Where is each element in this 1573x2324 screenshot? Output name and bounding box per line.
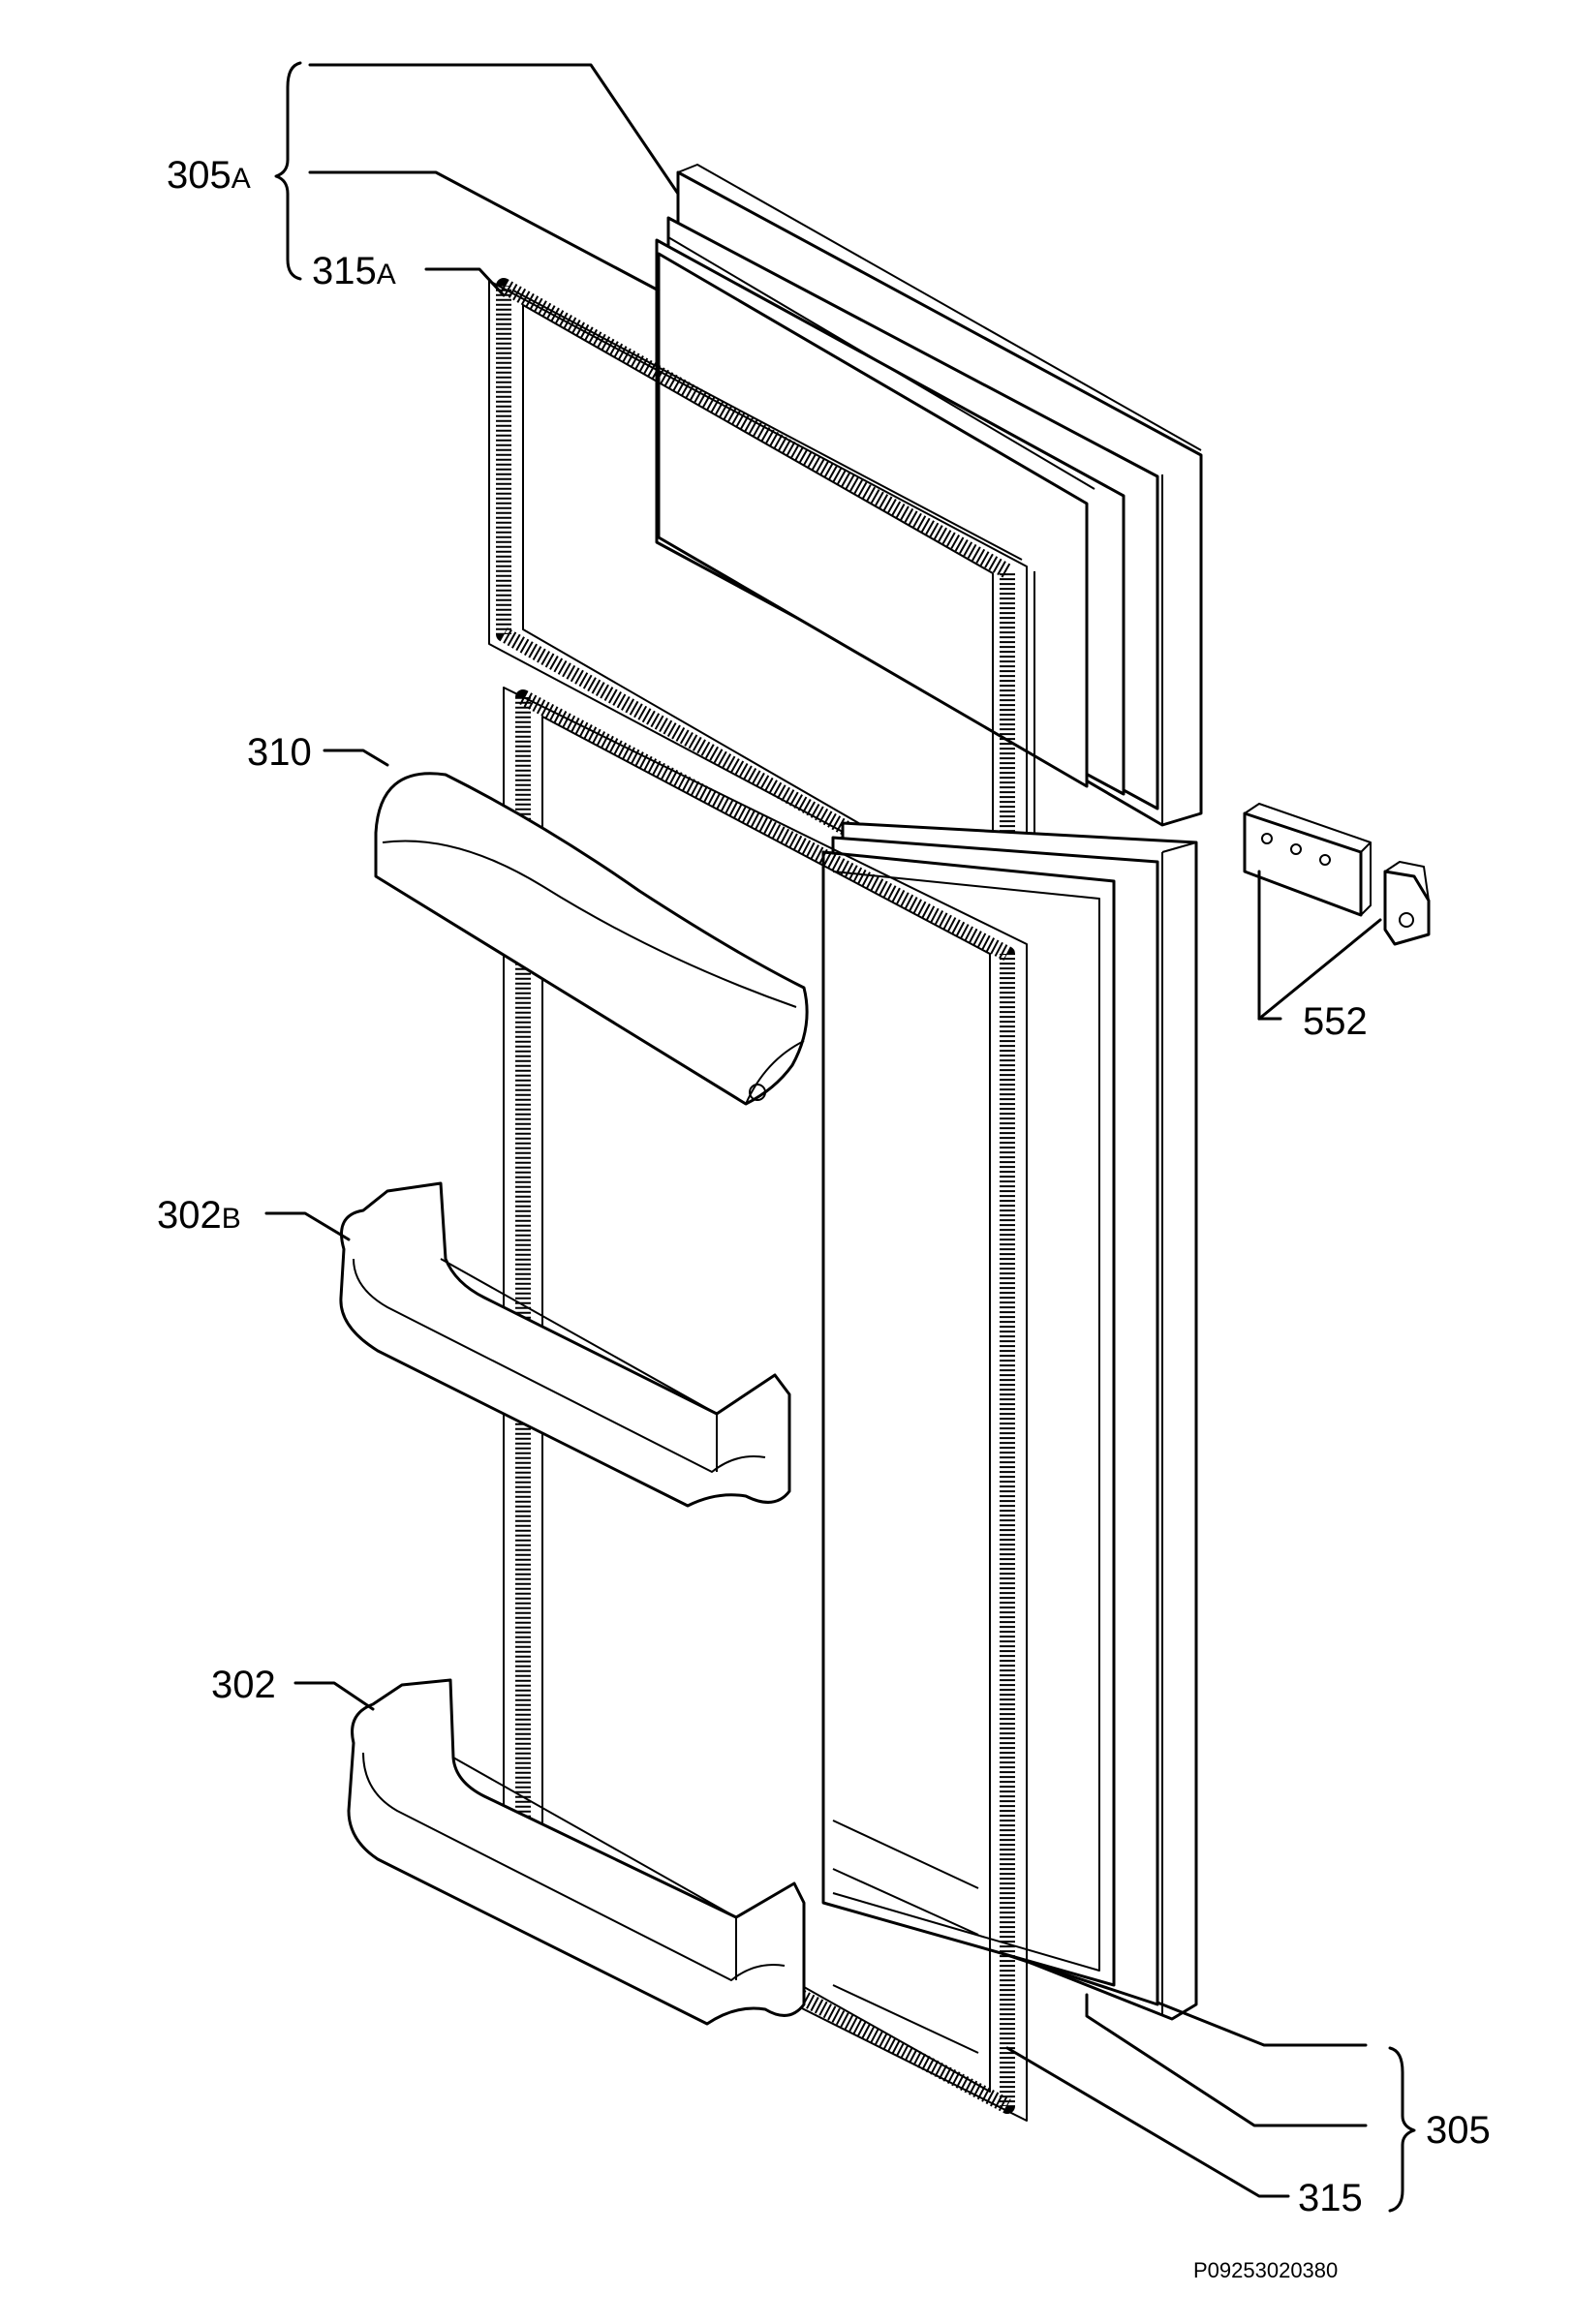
label-305a: 305A xyxy=(167,154,251,197)
door-bin xyxy=(347,1678,806,2026)
label-315a: 315A xyxy=(312,250,396,292)
fridge-door-gasket xyxy=(503,687,1028,2122)
drawing-code: P09253020380 xyxy=(1193,2258,1338,2282)
label-302: 302 xyxy=(211,1664,276,1706)
label-310: 310 xyxy=(247,731,312,774)
fridge-door-outer-panel xyxy=(821,821,1198,2021)
shelf-cover xyxy=(374,772,809,1106)
label-305: 305 xyxy=(1426,2109,1491,2152)
hinge-parts xyxy=(1243,803,1431,946)
label-315: 315 xyxy=(1298,2177,1363,2219)
label-552: 552 xyxy=(1303,1000,1368,1043)
part-labels: 305A 315A 310 302B 302 552 305 315 P0925… xyxy=(157,154,1491,2282)
label-302b: 302B xyxy=(157,1194,241,1237)
leader-lines xyxy=(264,61,1416,2213)
door-bin-b xyxy=(339,1181,791,1508)
freezer-door-outer-panel xyxy=(655,164,1203,827)
